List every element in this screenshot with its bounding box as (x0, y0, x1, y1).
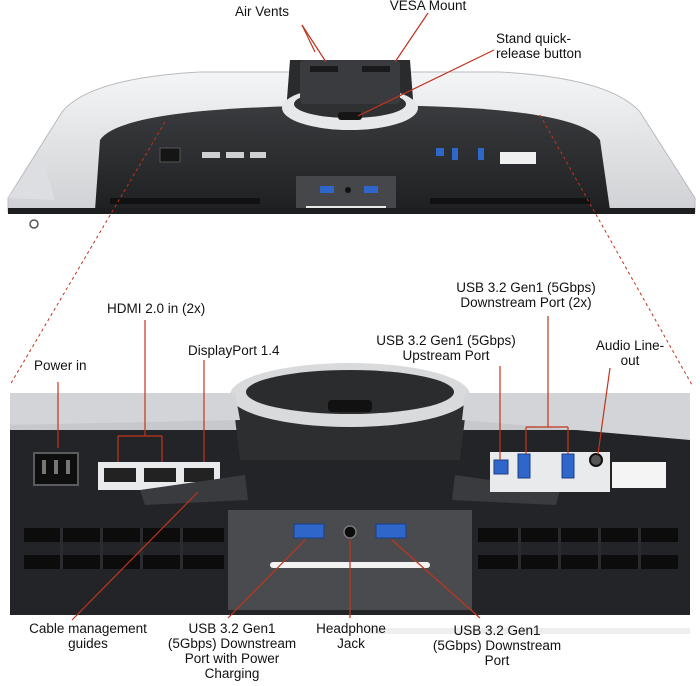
label-vesa-mount: VESA Mount (389, 0, 467, 13)
label-audio-line-out: Audio Line- out (595, 338, 665, 368)
power-inlet (159, 147, 181, 163)
power-pin (66, 460, 70, 474)
air-vent-row-left (110, 198, 260, 204)
air-vent-slot (362, 66, 390, 72)
usb-port (452, 148, 458, 160)
closeup-usb-downstream-port (561, 453, 575, 479)
power-pin (42, 460, 46, 474)
headphone-jack (345, 187, 351, 193)
monitor-chassis (95, 106, 610, 210)
label-usb-upstream: USB 3.2 Gen1 (5Gbps) Upstream Port (376, 333, 516, 363)
label-air-vents: Air Vents (234, 4, 290, 19)
power-pin (54, 460, 58, 474)
monitor-left-edge (8, 150, 55, 200)
closeup-vents-right (478, 528, 678, 569)
label-usb-power-charging: USB 3.2 Gen1 (5Gbps) Downstream Port wit… (167, 621, 297, 681)
monitor-bottom-edge (8, 208, 695, 214)
closeup-stand-hole (246, 370, 454, 414)
closeup-bottom-strip (370, 628, 690, 634)
closeup-hdmi-port (144, 468, 176, 482)
closeup-release-button (328, 400, 372, 412)
callout-leader-lines (57, 316, 611, 621)
ports-closeup (10, 363, 690, 634)
closeup-right-recess (612, 462, 666, 488)
closeup-headphone-jack (343, 525, 357, 539)
label-usb-downstream: USB 3.2 Gen1 (5Gbps) Downstream Port (432, 623, 562, 668)
label-headphone-jack: Headphone Jack (316, 621, 386, 651)
displayport-port (250, 152, 266, 158)
closeup-displayport-port (184, 468, 214, 482)
label-stand-release: Stand quick- release button (496, 31, 582, 61)
closeup-vent-dividers (60, 528, 641, 569)
closeup-left-wing (10, 393, 240, 425)
zoom-lines (9, 114, 693, 386)
label-cable-guides: Cable management guides (29, 621, 147, 651)
usb-port (364, 186, 378, 193)
air-vent-slot (310, 66, 338, 72)
usb-upstream-port (436, 148, 444, 156)
monitor-rear-view (7, 60, 696, 229)
closeup-right-wing (462, 393, 690, 440)
closeup-audio-line-out (589, 453, 603, 467)
hdmi-port (202, 152, 220, 158)
label-power-in: Power in (34, 358, 87, 373)
usb-port (320, 186, 334, 193)
audio-port-block (500, 152, 536, 164)
usb-port (478, 148, 484, 160)
closeup-usb-charging-port (293, 523, 325, 539)
closeup-vents-left (24, 528, 224, 569)
closeup-usb-port (375, 523, 407, 539)
top-leader-lines (301, 12, 495, 117)
closeup-usb-downstream-port (517, 453, 531, 479)
kensington-slot (29, 219, 39, 229)
label-usb-downstream-2x: USB 3.2 Gen1 (5Gbps) Downstream Port (2x… (456, 280, 596, 310)
closeup-left-tab (140, 475, 248, 505)
closeup-usb-upstream-port (493, 459, 509, 475)
stand-release-button (338, 112, 362, 120)
air-vent-row-right (430, 198, 590, 204)
label-displayport: DisplayPort 1.4 (188, 343, 280, 358)
hdmi-port (226, 152, 244, 158)
label-hdmi: HDMI 2.0 in (2x) (107, 301, 206, 316)
panel-light-bar (306, 206, 386, 209)
closeup-hdmi-port (104, 468, 136, 482)
